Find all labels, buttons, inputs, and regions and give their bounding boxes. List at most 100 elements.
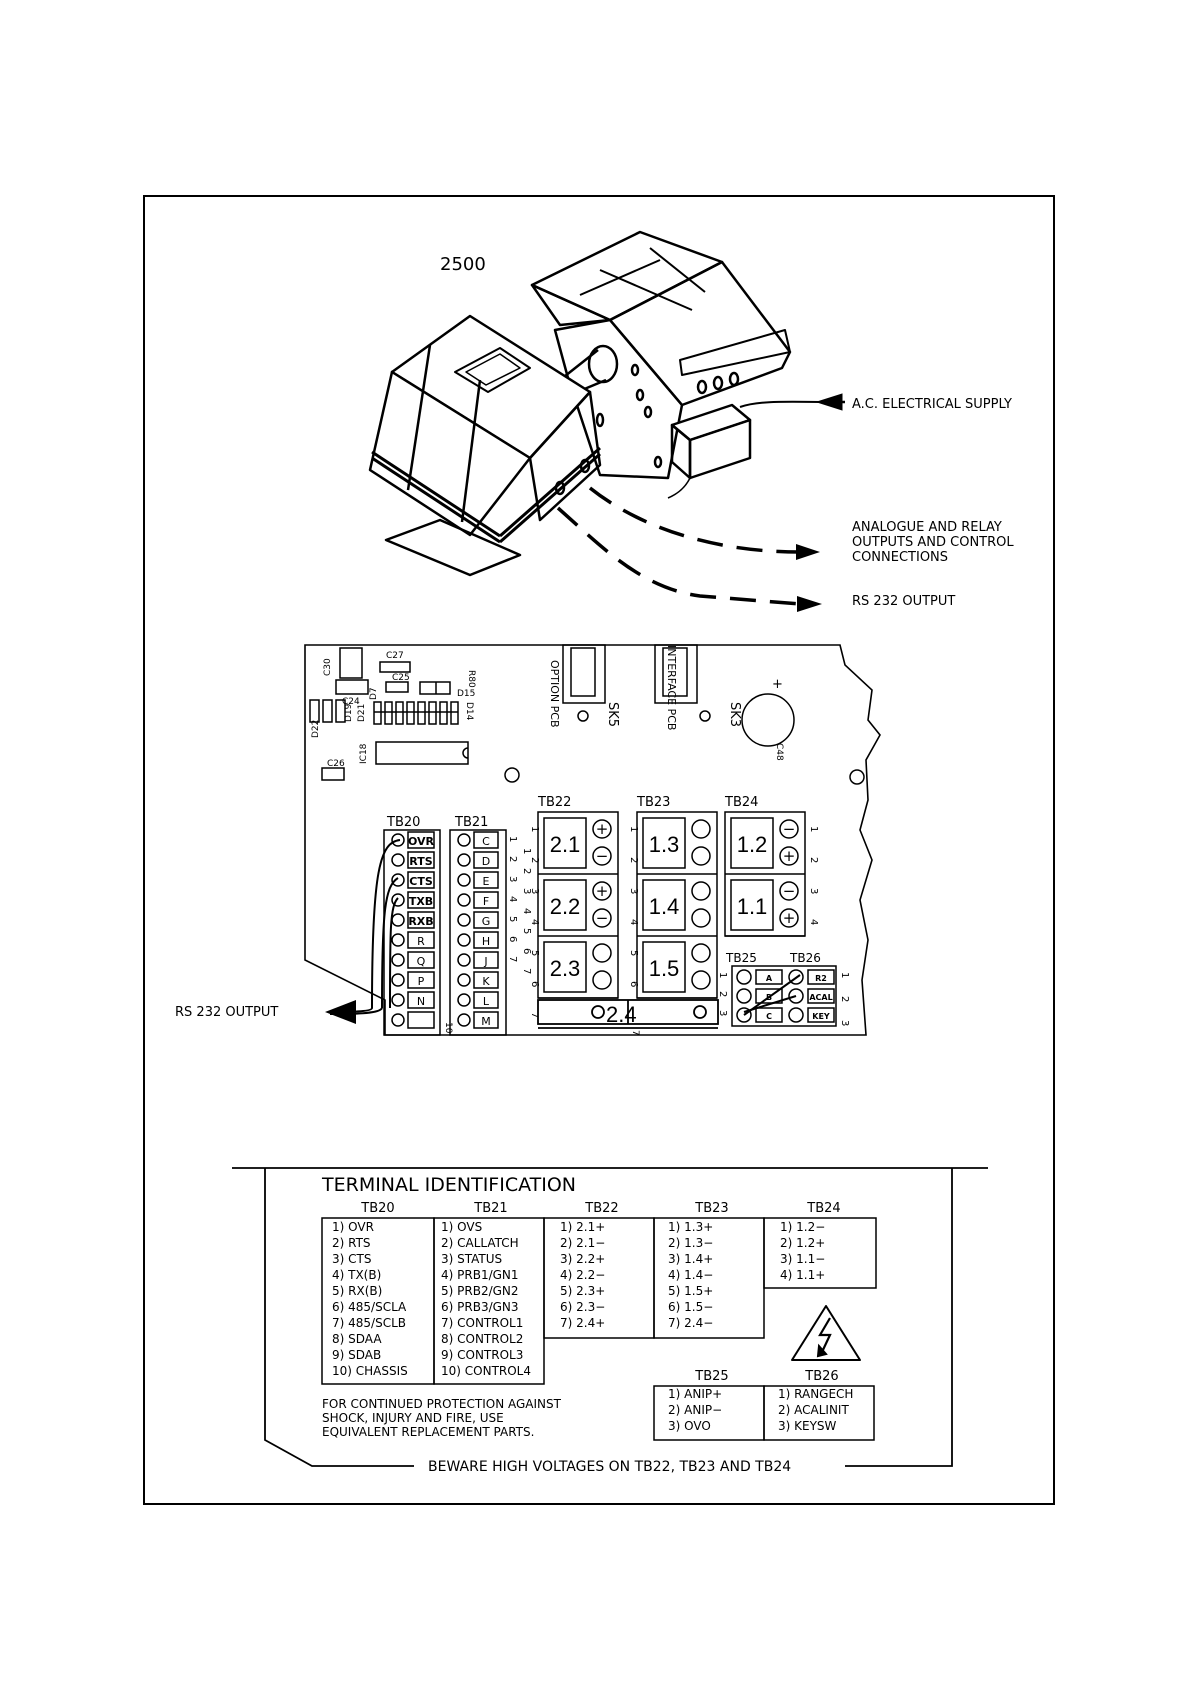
tb26-key-box <box>807 1007 835 1023</box>
legend-tb20-row-5: 5) RX(B) <box>332 1284 382 1298</box>
legend-tb24-row-4: 4) 1.1+ <box>780 1268 825 1282</box>
tb22-sign: − <box>596 847 609 865</box>
tb26-key-3: KEY <box>812 1012 830 1021</box>
legend-tb20-row-8: 8) SDAA <box>332 1332 382 1346</box>
tb20-screw <box>391 873 405 887</box>
tb20-key-box <box>407 831 435 849</box>
warning-line-1: FOR CONTINUED PROTECTION AGAINST <box>322 1397 562 1411</box>
tb25-key-box <box>755 969 783 985</box>
tb20-key-1: OVR <box>408 835 435 848</box>
legend-tb21-row-3: 3) STATUS <box>441 1252 502 1266</box>
tb23-title: TB23 <box>636 795 670 810</box>
tb23-cell-1.5: 1.5 <box>649 956 680 981</box>
tb21-pin-alt-4: 4 <box>521 908 532 914</box>
tb20-key-4: TXB <box>409 895 433 908</box>
tb20-screw <box>391 993 405 1007</box>
legend-tb23-row-6: 6) 1.5− <box>668 1300 713 1314</box>
label-c48: C48 <box>774 743 784 761</box>
tb23-pin-7: 7 <box>630 1030 640 1036</box>
tb20-key-box <box>407 851 435 869</box>
tb20-key-5: RXB <box>408 915 433 928</box>
legend-tb23-row-4: 4) 1.4− <box>668 1268 713 1282</box>
tb22-pin-1: 1 <box>529 826 540 832</box>
legend-tb22-header: TB22 <box>584 1201 618 1216</box>
legend-tb24-row-3: 3) 1.1− <box>780 1252 825 1266</box>
tb20-screw <box>391 913 405 927</box>
tb21-key-4: F <box>483 895 489 908</box>
legend-table-lines <box>321 1217 877 1441</box>
tb22-cell-2.2: 2.2 <box>550 894 581 919</box>
tb24-pin-4: 4 <box>808 919 819 925</box>
legend-tb26-header: TB26 <box>804 1369 838 1384</box>
legend-tb21-row-5: 5) PRB2/GN2 <box>441 1284 519 1298</box>
tb21-key-3: E <box>483 875 490 888</box>
tb21-screw <box>457 913 471 927</box>
tb21-key-9: L <box>483 995 490 1008</box>
tb23-pin-4: 4 <box>628 919 639 925</box>
legend-tb20-row-10: 10) CHASSIS <box>332 1364 408 1378</box>
tb21-pin-5: 5 <box>507 916 518 922</box>
tb20-key-box <box>407 971 435 989</box>
tb20-screw <box>391 833 405 847</box>
tb21-key-box <box>473 871 499 889</box>
instrument-illustration <box>368 230 831 577</box>
tb25-pin-3: 3 <box>717 1010 728 1016</box>
tb22-title: TB22 <box>537 795 571 810</box>
tb21-key-2: D <box>482 855 490 868</box>
legend-tb20-row-2: 2) RTS <box>332 1236 371 1250</box>
tb25-key-box <box>755 988 783 1004</box>
rs232-left-label: RS 232 OUTPUT <box>175 1005 278 1020</box>
tb20-screw <box>391 973 405 987</box>
tb23-pin-3: 3 <box>628 888 639 894</box>
tb26-pin-3: 3 <box>839 1020 850 1026</box>
pcb-components <box>309 644 865 785</box>
tb24-sign: + <box>783 847 796 865</box>
tb20-key-3: CTS <box>409 875 433 888</box>
tb22-pin-2: 2 <box>529 857 540 863</box>
tb20-key-box <box>407 911 435 929</box>
legend-tb25-header: TB25 <box>694 1369 728 1384</box>
legend-tb21-row-2: 2) CALLATCH <box>441 1236 519 1250</box>
legend-tb23-row-5: 5) 1.5+ <box>668 1284 713 1298</box>
terminal-id-border <box>232 1167 988 1467</box>
legend-tb23-row-7: 7) 2.4− <box>668 1316 713 1330</box>
tb22-pin-5: 5 <box>529 950 540 956</box>
analogue-label-line2: OUTPUTS AND CONTROL <box>852 535 1014 550</box>
tb21-key-box <box>473 911 499 929</box>
tb21-key-8: K <box>482 975 490 988</box>
tb25-screw <box>736 969 752 985</box>
terminal-id-title: TERMINAL IDENTIFICATION <box>321 1174 576 1196</box>
tb21-key-box <box>473 971 499 989</box>
tb20-screw <box>391 893 405 907</box>
tb24-terminal <box>779 846 799 866</box>
tb23-terminal <box>691 970 711 990</box>
rs232-left-arrow <box>325 1000 356 1024</box>
tb21-pin-1: 1 <box>507 836 518 842</box>
tb22-terminal <box>592 819 612 839</box>
label-d14: D14 <box>464 702 474 721</box>
tb21-pin-alt-6: 6 <box>521 948 532 954</box>
tb24-title: TB24 <box>724 795 758 810</box>
tb25-pin-2: 2 <box>717 991 728 997</box>
legend-tb25-row-2: 2) ANIP− <box>668 1403 722 1417</box>
legend-tb22-row-6: 6) 2.3− <box>560 1300 605 1314</box>
legend-tb24-header: TB24 <box>806 1201 840 1216</box>
tb23-cell-box <box>642 817 686 869</box>
tb24-cell-1.1: 1.1 <box>737 894 768 919</box>
tb24-cell-box <box>730 817 774 869</box>
legend-tb25-row-1: 1) ANIP+ <box>668 1387 722 1401</box>
analogue-label-line3: CONNECTIONS <box>852 550 948 565</box>
tb24-pin-1: 1 <box>808 826 819 832</box>
tb25-title: TB25 <box>725 951 757 965</box>
tb25-key-box <box>755 1007 783 1023</box>
tb26-pin-1: 1 <box>839 972 850 978</box>
tb25-key-3: C <box>766 1012 772 1021</box>
legend-tb22-row-4: 4) 2.2− <box>560 1268 605 1282</box>
tb21-screw <box>457 873 471 887</box>
tb22-pin-4: 4 <box>529 919 540 925</box>
legend-tb20-row-1: 1) OVR <box>332 1220 374 1234</box>
rs232-wiring <box>329 839 401 1015</box>
tb21-pin-alt-1: 1 <box>521 848 532 854</box>
